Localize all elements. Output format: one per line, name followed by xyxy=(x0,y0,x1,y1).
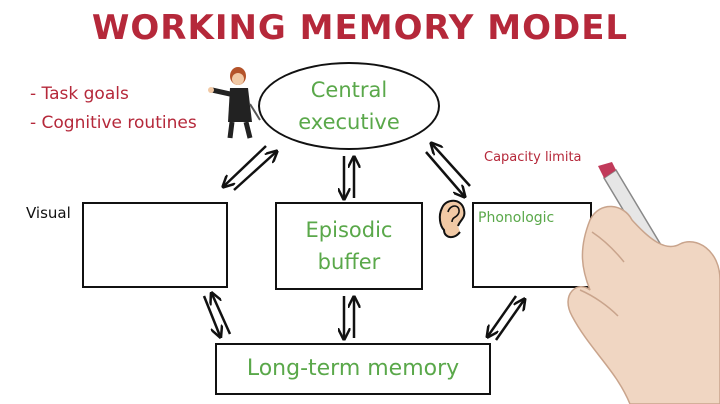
central-executive-line2: executive xyxy=(298,110,400,134)
bullet-cognitive-routines: - Cognitive routines xyxy=(30,113,197,133)
arrow-exec-to-phono xyxy=(425,151,464,196)
arrow-visual-to-exec xyxy=(233,152,276,191)
diagram-title: WORKING MEMORY MODEL xyxy=(91,8,629,48)
arrow-phono-to-ltm xyxy=(488,295,518,336)
arrow-exec-to-visual xyxy=(224,145,267,186)
central-executive-node: Central executive xyxy=(258,62,440,150)
phonological-label: Phonologic xyxy=(478,210,555,226)
visual-label: Visual xyxy=(26,204,71,222)
episodic-buffer-line2: buffer xyxy=(317,250,381,274)
arrow-ltm-to-phono xyxy=(494,300,524,341)
bullet-list: - Task goals - Cognitive routines xyxy=(30,80,197,138)
central-executive-line1: Central xyxy=(310,78,388,102)
arrow-visual-to-ltm xyxy=(202,295,220,336)
capacity-label: Capacity limita xyxy=(484,150,582,165)
long-term-memory-label: Long-term memory xyxy=(246,356,460,381)
bullet-task-goals: - Task goals xyxy=(30,84,129,104)
ear-icon xyxy=(438,199,466,238)
arrow-ltm-to-visual xyxy=(212,294,232,335)
episodic-buffer-node: Episodic buffer xyxy=(275,202,423,290)
episodic-buffer-line1: Episodic xyxy=(305,218,393,242)
long-term-memory-node: Long-term memory xyxy=(215,343,491,395)
visual-box xyxy=(82,202,228,288)
arrow-phono-to-exec xyxy=(432,144,471,187)
hand-with-marker-icon xyxy=(567,162,720,404)
person-figure-icon xyxy=(208,67,261,139)
